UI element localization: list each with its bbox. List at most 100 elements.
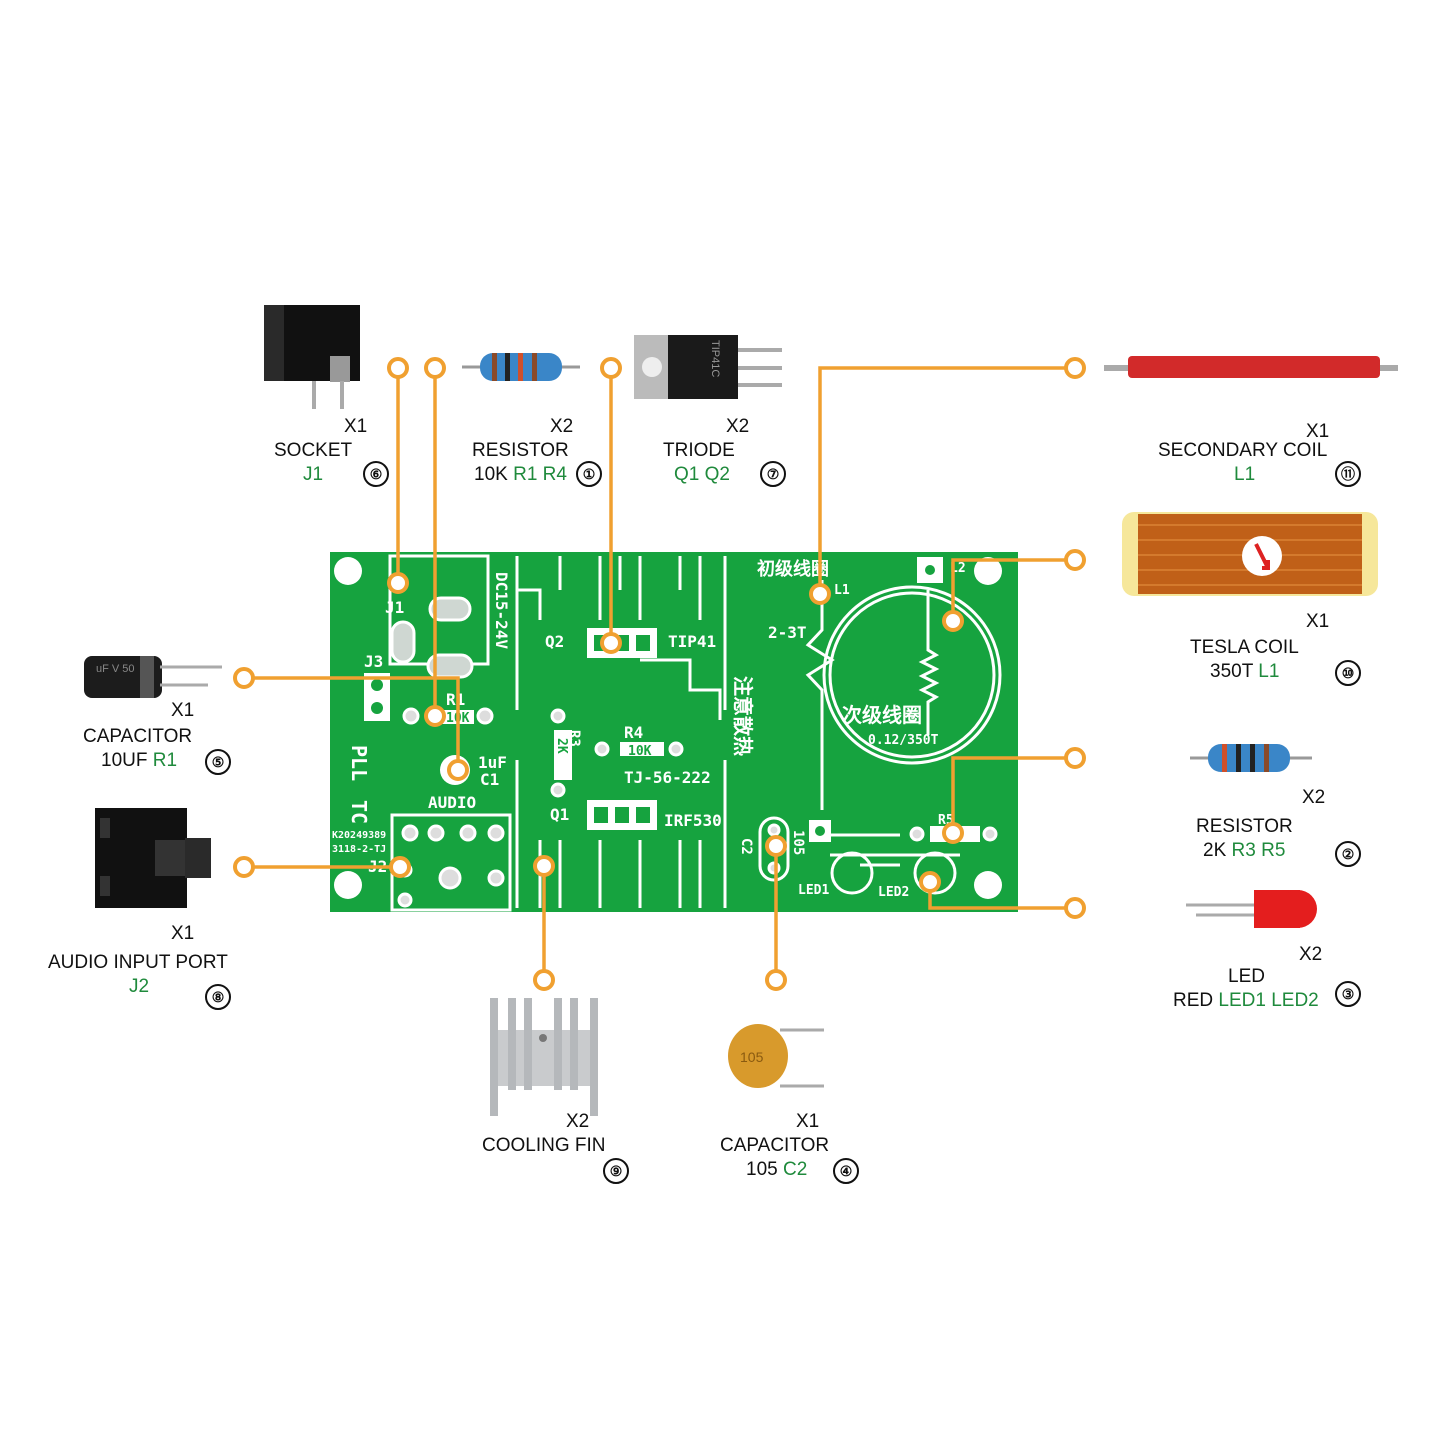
- secondary-coil-qty: X1: [1306, 421, 1330, 442]
- silk-c1: C1: [480, 770, 499, 789]
- audio-port-number-badge: ⑧: [205, 984, 231, 1010]
- tesla-coil-value-line: 350T L1: [1210, 660, 1279, 684]
- resistor-10k-value-line: 10K R1 R4: [474, 463, 567, 487]
- silk-primary: 初级线圈: [757, 558, 829, 580]
- silk-dc-label: DC15-24V: [492, 572, 511, 649]
- audio-port-image: [95, 808, 211, 908]
- capacitor-10uf-image: uF V 50: [84, 656, 222, 698]
- socket-number-badge: ⑥: [363, 461, 389, 487]
- silk-r1: R1: [446, 690, 465, 709]
- secondary-coil-name: SECONDARY COIL: [1158, 440, 1328, 461]
- resistor-2k-number-badge: ②: [1335, 841, 1361, 867]
- mount-hole: [334, 557, 362, 585]
- cooling-fin-image: [490, 998, 598, 1116]
- capacitor-105-value: 105: [746, 1159, 778, 1180]
- resistor-2k-name: RESISTOR: [1196, 816, 1293, 837]
- pcb-board: DC15-24V J1 J3 R1 10K 1uF C1 AUDIO PLL T…: [330, 552, 1018, 912]
- silk-audio: AUDIO: [428, 793, 476, 812]
- capacitor-10uf-ref: R1: [152, 750, 178, 771]
- resistor-2k-value-line: 2K R3 R5: [1203, 839, 1285, 863]
- capacitor-10uf-name: CAPACITOR: [83, 726, 193, 747]
- capacitor-105-number-badge: ④: [833, 1158, 859, 1184]
- socket-qty: X1: [344, 416, 368, 437]
- capacitor-105-value-line: 105 C2: [746, 1158, 807, 1182]
- silk-pll: PLL: [347, 745, 371, 781]
- capacitor-105-name: CAPACITOR: [720, 1135, 830, 1156]
- silk-led2: LED2: [878, 885, 909, 900]
- socket-image: [264, 305, 360, 409]
- silk-q2: Q2: [545, 632, 564, 651]
- silk-code1: K20249389: [332, 830, 386, 841]
- tesla-coil-value: 350T: [1210, 661, 1253, 682]
- silk-c2: C2: [738, 838, 754, 855]
- triode-qty: X2: [726, 416, 750, 437]
- silk-r3-val: 2K: [554, 738, 569, 754]
- mount-hole: [974, 871, 1002, 899]
- leader-resistor-r5: [951, 756, 1075, 833]
- led-ref: LED1 LED2: [1218, 990, 1319, 1011]
- leader-tesla-coil: [951, 558, 1075, 621]
- silk-tip41: TIP41: [668, 632, 716, 651]
- resistor-2k-ref: R3 R5: [1231, 840, 1286, 861]
- tesla-coil-qty: X1: [1306, 611, 1330, 632]
- resistor-2k-qty: X2: [1302, 787, 1326, 808]
- led-value: RED: [1173, 990, 1214, 1011]
- resistor-10k-name: RESISTOR: [472, 440, 569, 461]
- silk-secondary-spec: 0.12/350T: [868, 733, 939, 748]
- resistor-10k-number-badge: ①: [576, 461, 602, 487]
- triode-ref: Q1 Q2: [674, 464, 730, 485]
- leader-secondary-coil: [818, 366, 1075, 594]
- capacitor-105-image: 105: [728, 1024, 824, 1088]
- secondary-coil-ref: L1: [1234, 464, 1256, 485]
- resistor-10k-ref: R1 R4: [513, 464, 567, 485]
- resistor-10k-value: 10K: [474, 464, 508, 485]
- tesla-coil-number-badge: ⑩: [1335, 660, 1361, 686]
- tesla-coil-ref: L1: [1258, 661, 1280, 682]
- silk-heat-note: 注意散热: [731, 676, 755, 756]
- leader-lines: [244, 366, 1075, 980]
- capacitor-10uf-qty: X1: [171, 700, 195, 721]
- triode-image: TIP41C: [634, 335, 782, 399]
- leader-endpoints: [233, 357, 1086, 991]
- silk-j1: J1: [385, 598, 404, 617]
- socket-ref: J1: [303, 464, 324, 485]
- capacitor-10uf-value-line: 10UF R1: [101, 749, 177, 773]
- socket-name: SOCKET: [274, 440, 353, 461]
- resistor-2k-image: [1190, 744, 1312, 772]
- led-number-badge: ③: [1335, 981, 1361, 1007]
- silk-model: TJ-56-222: [624, 768, 711, 787]
- silk-code2: 3118-2-TJ: [332, 844, 386, 855]
- resistor-10k-image: [462, 353, 580, 381]
- silk-r4: R4: [624, 723, 643, 742]
- leader-capacitor-10uf: [244, 676, 460, 770]
- capacitor-105-ref: C2: [782, 1159, 808, 1180]
- capacitor-105-marking: 105: [740, 1049, 764, 1065]
- cooling-fin-qty: X2: [566, 1111, 590, 1132]
- audio-port-ref: J2: [129, 976, 150, 997]
- silk-r4-val: 10K: [628, 744, 652, 759]
- silk-q1: Q1: [550, 805, 569, 824]
- silk-secondary: 次级线圈: [842, 703, 922, 727]
- led-image: [1186, 890, 1317, 928]
- silk-l1: L1: [834, 583, 850, 598]
- tesla-coil-name: TESLA COIL: [1190, 637, 1299, 658]
- silk-led1: LED1: [798, 883, 829, 898]
- capacitor-10uf-value: 10UF: [101, 750, 148, 771]
- triode-number-badge: ⑦: [760, 461, 786, 487]
- cooling-fin-number-badge: ⑨: [603, 1158, 629, 1184]
- silk-r3: R3: [566, 730, 582, 747]
- silk-irf530: IRF530: [664, 811, 722, 830]
- resistor-2k-value: 2K: [1203, 840, 1227, 861]
- silk-c1-val: 1uF: [478, 753, 507, 772]
- led-value-line: RED LED1 LED2: [1173, 989, 1319, 1013]
- secondary-coil-number-badge: ⑪: [1335, 461, 1361, 487]
- resistor-10k-qty: X2: [550, 416, 574, 437]
- capacitor-10uf-marking: uF V 50: [96, 663, 135, 675]
- silk-turns: 2-3T: [768, 623, 807, 642]
- silk-c2-val: 105: [790, 830, 806, 855]
- secondary-coil-image: [1104, 356, 1398, 378]
- mount-hole: [974, 557, 1002, 585]
- mount-hole: [334, 871, 362, 899]
- triode-name: TRIODE: [663, 440, 735, 461]
